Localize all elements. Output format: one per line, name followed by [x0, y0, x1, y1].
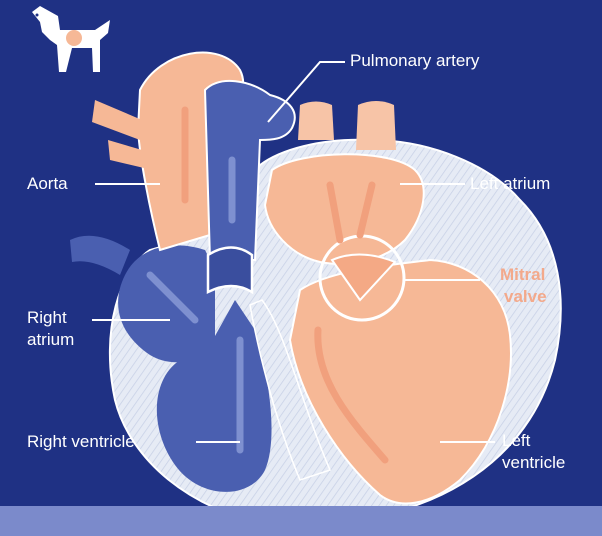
label-left-atrium: Left atrium [470, 173, 550, 195]
label-mitral-valve-line1: Mitral [500, 264, 545, 286]
pulmonary-vein-1 [298, 102, 334, 141]
vena-cava [70, 236, 130, 275]
pulmonary-vein-2 [356, 101, 396, 150]
label-aorta: Aorta [27, 173, 68, 195]
label-left-ventricle-line1: Left [502, 430, 530, 452]
label-pulmonary-artery: Pulmonary artery [350, 50, 479, 72]
aorta-branch-1 [92, 100, 142, 140]
bottom-band [0, 506, 602, 536]
label-mitral-valve-line2: valve [504, 286, 547, 308]
label-right-ventricle: Right ventricle [27, 431, 135, 453]
label-right-atrium-line2: atrium [27, 329, 74, 351]
dog-icon [32, 6, 110, 72]
pulmonary-valve [208, 248, 252, 293]
label-left-ventricle-line2: ventricle [502, 452, 565, 474]
label-right-atrium-line1: Right [27, 307, 67, 329]
